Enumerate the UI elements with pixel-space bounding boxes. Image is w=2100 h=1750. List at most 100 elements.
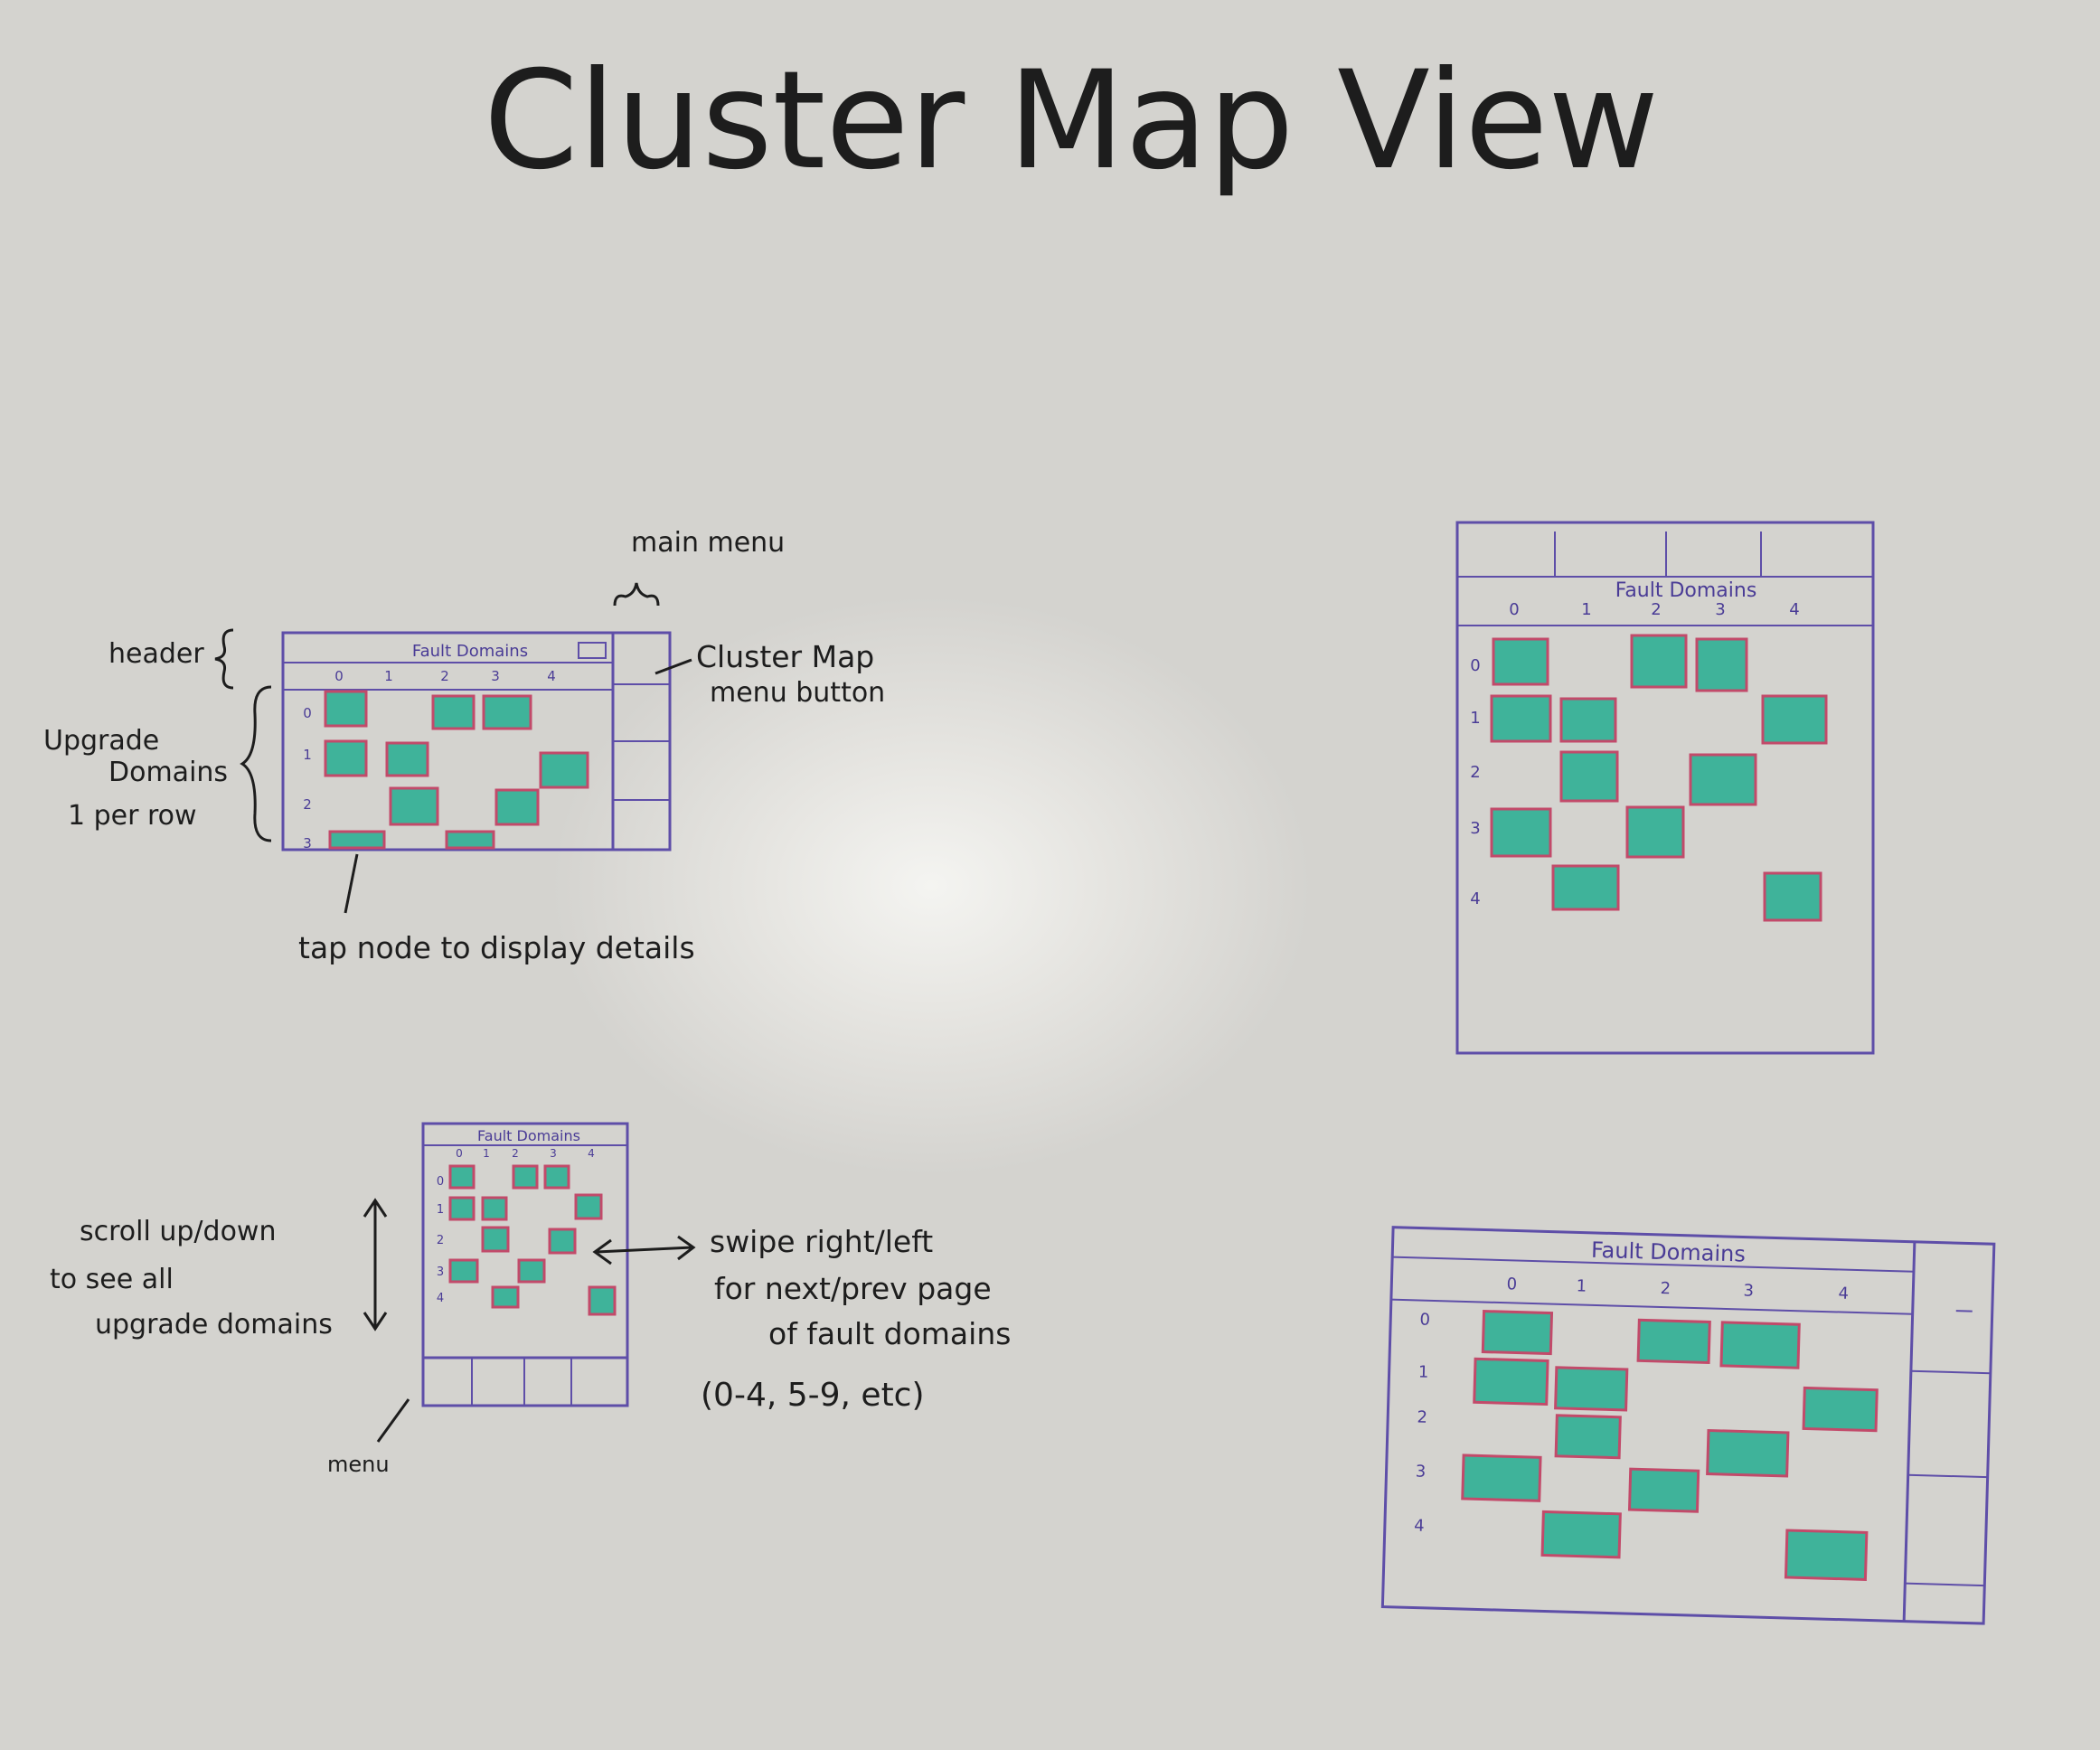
row-label: 1: [303, 747, 312, 763]
tablet-portrait-mockup: Fault Domains 0 1 2 3 4 0 1 2 3 4: [1455, 521, 1875, 1055]
cluster-map-menu-pointer: [654, 658, 692, 675]
row-label: 1: [437, 1203, 444, 1217]
cluster-node[interactable]: [491, 1285, 520, 1309]
cluster-node[interactable]: [1559, 697, 1617, 743]
row-label: 2: [1470, 763, 1480, 782]
cluster-node[interactable]: [1761, 694, 1828, 745]
scroll-annotation-line2: to see all: [50, 1264, 174, 1295]
cluster-node[interactable]: [482, 694, 532, 730]
cluster-node[interactable]: [1551, 864, 1620, 911]
phone-portrait-columns: 0 1 2 3 4: [456, 1147, 595, 1160]
cluster-node[interactable]: [448, 1196, 476, 1221]
cluster-node[interactable]: [481, 1196, 508, 1221]
cluster-node[interactable]: [548, 1228, 577, 1255]
cluster-node[interactable]: [512, 1164, 539, 1190]
column-label: 4: [1838, 1284, 1849, 1303]
tablet-landscape-menu-sep-2: [1907, 1473, 1988, 1479]
tablet-landscape-header-line: [1392, 1256, 1914, 1273]
row-label: 0: [437, 1175, 444, 1189]
cluster-map-menu-button[interactable]: [578, 642, 607, 659]
swipe-arrow: [592, 1235, 696, 1265]
menu-pointer: [376, 1398, 410, 1443]
cluster-node[interactable]: [324, 739, 368, 777]
tablet-portrait-rows: 0 1 2 3 4: [1470, 656, 1480, 908]
cluster-node[interactable]: [445, 830, 495, 850]
upgrade-annotation-line2: Domains: [108, 757, 228, 788]
column-label: 0: [456, 1147, 463, 1160]
cluster-node[interactable]: [389, 786, 439, 826]
cluster-node[interactable]: [539, 751, 589, 789]
phone-landscape-header: Fault Domains: [412, 642, 528, 661]
tablet-landscape-rows: 0 1 2 3 4: [1414, 1311, 1430, 1536]
column-label: 1: [1581, 600, 1591, 619]
row-label: 3: [1416, 1462, 1427, 1481]
cluster-node[interactable]: [1636, 1318, 1711, 1365]
tablet-landscape-columns: 0 1 2 3 4: [1506, 1275, 1849, 1303]
swipe-annotation-line4: (0-4, 5-9, etc): [701, 1377, 925, 1414]
scroll-annotation-line3: upgrade domains: [95, 1309, 333, 1341]
swipe-annotation-line3: of fault domains: [768, 1316, 1011, 1351]
cluster-node[interactable]: [431, 694, 476, 730]
tablet-landscape-menu-sep-3: [1905, 1582, 1985, 1587]
cluster-node[interactable]: [1763, 871, 1822, 922]
row-label: 2: [1417, 1408, 1427, 1427]
cluster-node[interactable]: [1540, 1510, 1622, 1559]
cluster-node[interactable]: [1490, 694, 1552, 743]
row-label: 0: [303, 705, 312, 721]
phone-portrait-rows: 0 1 2 3 4: [437, 1175, 444, 1305]
row-label: 3: [437, 1265, 444, 1279]
cluster-node[interactable]: [1554, 1414, 1622, 1460]
cluster-node[interactable]: [1689, 753, 1757, 806]
phone-landscape-nodes: [324, 690, 589, 850]
cluster-node[interactable]: [517, 1258, 546, 1284]
cluster-node[interactable]: [1802, 1386, 1879, 1433]
cluster-node[interactable]: [1695, 637, 1748, 692]
column-label: 1: [483, 1147, 490, 1160]
tablet-landscape-mockup: Fault Domains 0 1 2 3 4 0 1 2 3 4: [1380, 1226, 1996, 1625]
cluster-node[interactable]: [328, 830, 386, 850]
tablet-portrait-header: Fault Domains: [1615, 579, 1757, 602]
cluster-node[interactable]: [494, 788, 540, 826]
cluster-node[interactable]: [574, 1193, 603, 1220]
cluster-node[interactable]: [448, 1258, 479, 1284]
tablet-portrait-frame: [1455, 521, 1875, 1055]
cluster-node[interactable]: [1473, 1357, 1549, 1407]
column-label: 0: [334, 668, 344, 684]
cluster-node[interactable]: [481, 1226, 510, 1253]
cluster-node[interactable]: [448, 1164, 476, 1190]
tap-node-pointer: [344, 853, 359, 914]
cluster-node[interactable]: [1630, 634, 1688, 689]
cluster-node[interactable]: [324, 690, 368, 728]
cluster-node[interactable]: [1492, 637, 1549, 686]
upgrade-brace: [240, 685, 272, 842]
cluster-node[interactable]: [1554, 1366, 1629, 1412]
cluster-node[interactable]: [543, 1164, 570, 1190]
row-label: 4: [1470, 889, 1480, 908]
tablet-portrait-columns: 0 1 2 3 4: [1509, 600, 1799, 619]
cluster-node[interactable]: [1461, 1454, 1542, 1502]
row-label: 0: [1470, 656, 1480, 675]
cluster-node[interactable]: [1719, 1321, 1801, 1369]
column-label: 2: [512, 1147, 519, 1160]
tablet-landscape-menu-tick: [1955, 1310, 1973, 1312]
cluster-node[interactable]: [588, 1285, 617, 1316]
cluster-node[interactable]: [1625, 805, 1685, 859]
cluster-node[interactable]: [1490, 807, 1552, 858]
cluster-node[interactable]: [1706, 1428, 1790, 1478]
phone-portrait-header: Fault Domains: [477, 1127, 580, 1144]
cluster-map-menu-annotation-line2: menu button: [710, 677, 885, 709]
row-label: 1: [1418, 1363, 1429, 1382]
column-label: 2: [440, 668, 449, 684]
cluster-node[interactable]: [385, 741, 429, 777]
phone-portrait-mockup: Fault Domains 0 1 2 3 4 0 1 2 3 4: [421, 1122, 629, 1407]
phone-landscape-columns: 0 1 2 3 4: [334, 668, 556, 684]
tablet-landscape-col-line: [1390, 1298, 1913, 1315]
cluster-node[interactable]: [1627, 1467, 1700, 1513]
tablet-landscape-menu-sep-1: [1910, 1369, 1991, 1375]
row-label: 1: [1470, 709, 1480, 728]
cluster-node[interactable]: [1481, 1309, 1554, 1356]
column-label: 4: [588, 1147, 595, 1160]
cluster-node[interactable]: [1559, 750, 1619, 803]
cluster-node[interactable]: [1784, 1529, 1869, 1581]
